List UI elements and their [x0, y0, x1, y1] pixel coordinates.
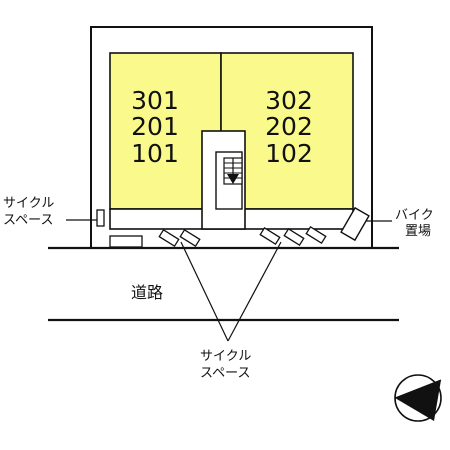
bicycle-slot — [259, 226, 281, 246]
cycle-space-bottom-leader-b — [227, 241, 282, 342]
bicycle-slots — [158, 225, 327, 248]
road-label: 道路 — [131, 283, 163, 302]
bicycle-slot — [283, 227, 305, 247]
unit-number-201: 201 — [131, 112, 179, 141]
unit-number-302: 302 — [265, 86, 313, 115]
unit-number-101: 101 — [131, 139, 179, 168]
cycle-space-bottom-label-line2: スペース — [200, 366, 250, 381]
bicycle-slot — [305, 225, 327, 245]
cycle-space-bottom-label-line1: サイクル — [200, 349, 251, 364]
unit-number-202: 202 — [265, 112, 313, 141]
unit-number-102: 102 — [265, 139, 313, 168]
bicycle-slot — [158, 228, 180, 248]
bike-parking-area — [340, 206, 370, 242]
north-arrow-icon — [394, 374, 442, 422]
cycle-space-bottom-leader-a — [180, 241, 229, 342]
bike-parking-label-line2: 置場 — [405, 224, 431, 239]
bicycle-slot — [179, 228, 201, 248]
stairs-icon — [223, 157, 243, 185]
cycle-space-marker-left — [96, 209, 105, 227]
cycle-space-left-label-line1: サイクル — [3, 196, 54, 211]
bike-parking-label-line1: バイク — [395, 208, 434, 223]
cycle-space-left-label-line2: スペース — [3, 213, 53, 228]
unit-number-301: 301 — [131, 86, 179, 115]
entrance-box — [109, 235, 143, 248]
building: 301 201 101 302 202 102 — [109, 52, 354, 230]
